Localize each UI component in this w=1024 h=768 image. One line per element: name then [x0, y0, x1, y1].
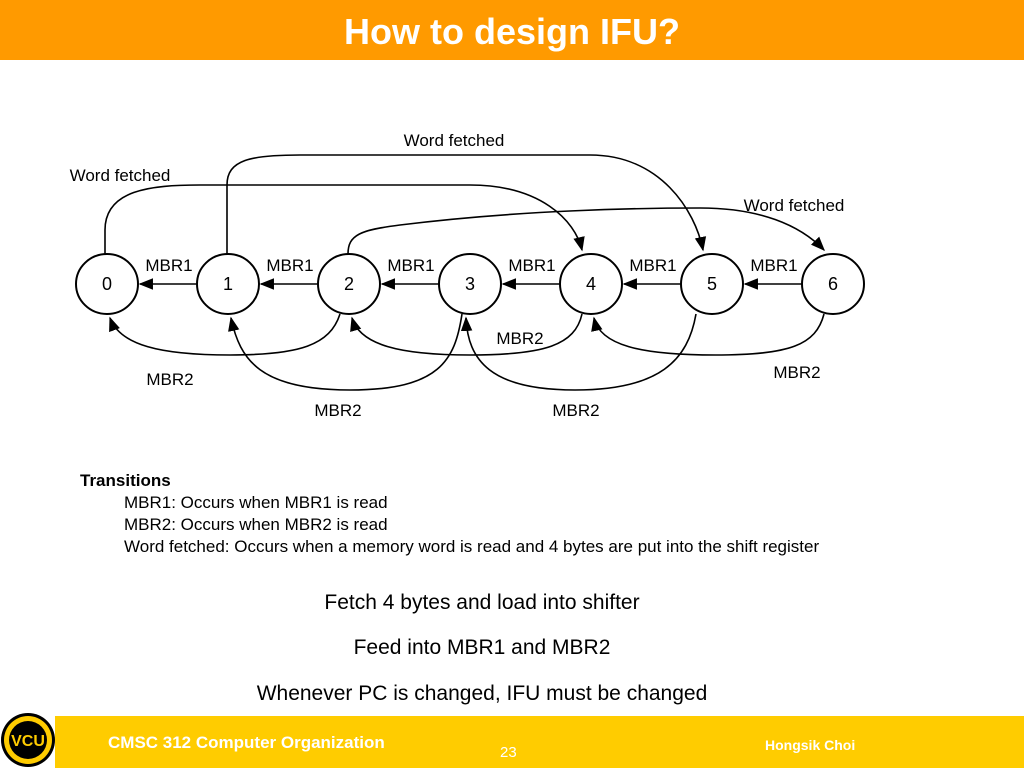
mbr2-label-3-1: MBR2	[314, 401, 361, 420]
mbr2-arrow-5-3	[460, 313, 697, 391]
course-title: CMSC 312 Computer Organization	[108, 733, 385, 752]
transitions-heading: Transitions	[80, 471, 171, 490]
wf-arrow-2-6	[347, 207, 825, 255]
transition-mbr1: MBR1: Occurs when MBR1 is read	[124, 493, 388, 512]
transition-word-fetched: Word fetched: Occurs when a memory word …	[124, 537, 820, 556]
transition-mbr2: MBR2: Occurs when MBR2 is read	[124, 515, 388, 534]
wf-arrow-1-5	[226, 154, 707, 254]
state-2	[317, 253, 381, 315]
state-3	[438, 253, 502, 315]
slide-title: How to design IFU?	[344, 11, 680, 52]
mbr1-label-5-4: MBR1	[629, 256, 676, 275]
state-label-2: 2	[344, 274, 354, 294]
note-feed: Feed into MBR1 and MBR2	[353, 636, 611, 659]
svg-text:VCU: VCU	[11, 733, 45, 750]
mbr1-label-4-3: MBR1	[508, 256, 555, 275]
mbr2-arrow-4-2	[350, 313, 583, 356]
state-label-0: 0	[102, 274, 112, 294]
note-fetch: Fetch 4 bytes and load into shifter	[324, 591, 640, 614]
state-5	[680, 253, 744, 315]
wf-label-2-6: Word fetched	[744, 196, 845, 215]
ifu-state-diagram: 0 1 2 3 4 5 6 MBR1 MBR1 MBR1 MBR1 MBR1 M…	[70, 131, 865, 420]
mbr1-label-2-1: MBR1	[266, 256, 313, 275]
state-label-6: 6	[828, 274, 838, 294]
mbr2-arrow-3-1	[228, 313, 463, 391]
wf-label-1-5: Word fetched	[404, 131, 505, 150]
page-number: 23	[500, 744, 517, 761]
vcu-logo: VCU	[1, 713, 55, 767]
note-pc: Whenever PC is changed, IFU must be chan…	[256, 682, 708, 705]
state-label-5: 5	[707, 274, 717, 294]
mbr2-label-4-2: MBR2	[496, 329, 543, 348]
mbr2-arrow-6-4	[591, 313, 825, 356]
transitions-legend: Transitions MBR1: Occurs when MBR1 is re…	[80, 470, 819, 558]
mbr1-label-6-5: MBR1	[750, 256, 797, 275]
state-1	[196, 253, 260, 315]
state-label-4: 4	[586, 274, 596, 294]
mbr1-label-1-0: MBR1	[145, 256, 192, 275]
word-fetched-arrows	[104, 154, 825, 255]
author-name: Hongsik Choi	[765, 737, 856, 753]
footer-bar	[55, 716, 1024, 768]
state-nodes	[75, 253, 865, 315]
state-label-1: 1	[223, 274, 233, 294]
mbr2-label-5-3: MBR2	[552, 401, 599, 420]
mbr2-label-2-0: MBR2	[146, 370, 193, 389]
title-bar	[0, 0, 1024, 60]
state-label-3: 3	[465, 274, 475, 294]
wf-label-0-4: Word fetched	[70, 166, 171, 185]
state-4	[559, 253, 623, 315]
mbr2-arrows	[109, 313, 825, 391]
wf-arrow-0-4	[104, 184, 585, 254]
state-6	[801, 253, 865, 315]
state-0	[75, 253, 139, 315]
mbr1-label-3-2: MBR1	[387, 256, 434, 275]
mbr2-arrow-2-0	[109, 313, 341, 356]
mbr2-label-6-4: MBR2	[773, 363, 820, 382]
